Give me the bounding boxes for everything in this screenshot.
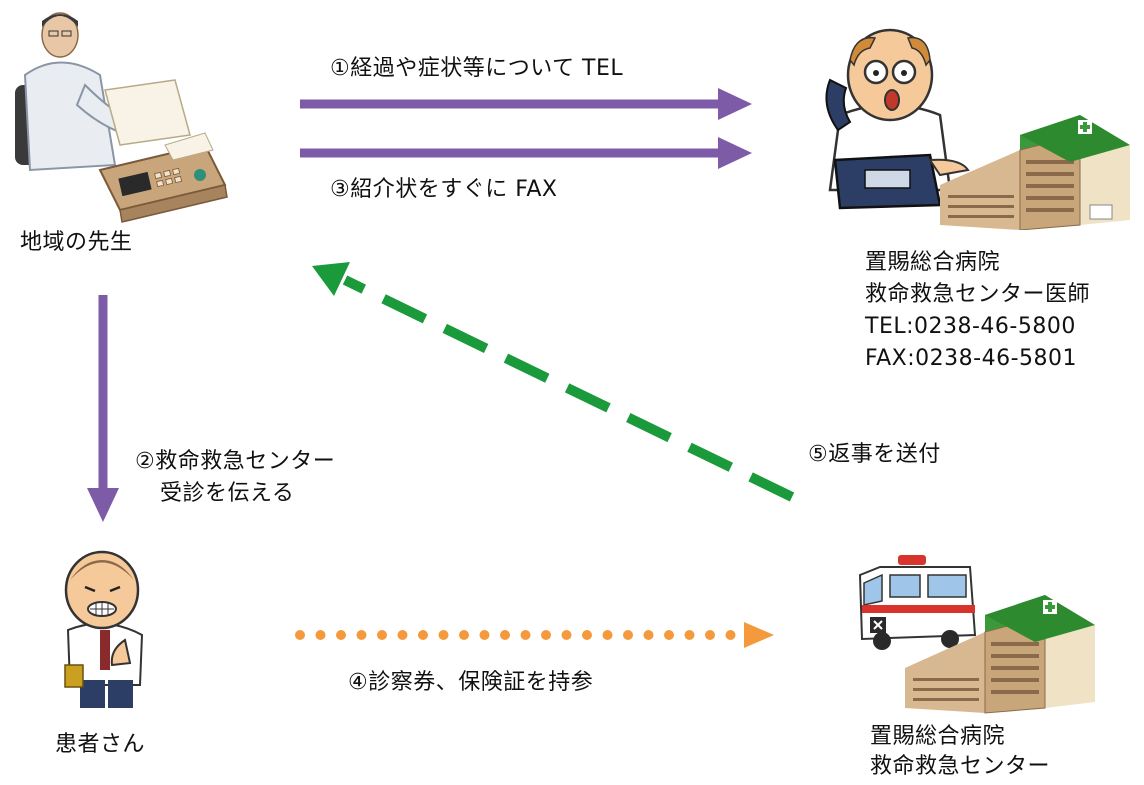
emergency-center-name: 置賜総合病院 xyxy=(870,724,1006,749)
arrow-step5-reply xyxy=(312,262,795,502)
orange-dot xyxy=(725,630,736,640)
orange-dot xyxy=(315,630,326,640)
orange-dot xyxy=(377,630,387,640)
bag-icon xyxy=(64,664,84,688)
hospital-doctor-name: 置賜総合病院 xyxy=(865,250,1001,275)
orange-dot xyxy=(356,630,367,640)
desk-phone-icon xyxy=(833,153,942,210)
orange-dot xyxy=(479,630,490,640)
local-doctor-label: 地域の先生 xyxy=(20,230,133,255)
orange-dot xyxy=(705,630,715,640)
orange-dot xyxy=(397,630,408,640)
orange-dot xyxy=(418,630,428,640)
local-doctor-illustration xyxy=(15,12,228,223)
ambulance-illustration xyxy=(858,555,977,650)
step1-label: ①経過や症状等について TEL xyxy=(330,56,624,81)
arrow-step3-fax xyxy=(300,137,752,169)
step2-label-line2: 受診を伝える xyxy=(160,481,295,506)
emergency-center-dept: 救命救急センター xyxy=(870,754,1051,779)
orange-dot xyxy=(520,630,531,640)
hospital-doctor-role: 救命救急センター医師 xyxy=(865,282,1091,307)
step2-label-line1: ②救命救急センター xyxy=(135,449,336,474)
orange-dot xyxy=(438,630,449,640)
patient-illustration xyxy=(64,550,144,708)
step5-label: ⑤返事を送付 xyxy=(808,442,941,467)
orange-dot xyxy=(561,630,572,640)
orange-dot xyxy=(500,630,510,640)
fax-machine-icon xyxy=(98,132,228,223)
orange-dot xyxy=(336,630,346,640)
step4-label: ④診察券、保険証を持参 xyxy=(348,670,594,695)
orange-dot xyxy=(602,630,613,640)
orange-dot xyxy=(664,630,674,640)
orange-dot xyxy=(541,630,551,640)
hospital-building-illustration-top xyxy=(940,115,1130,230)
orange-dot xyxy=(459,630,469,640)
arrow-step1-tel xyxy=(300,88,752,120)
orange-dot xyxy=(295,630,305,640)
step3-label: ③紹介状をすぐに FAX xyxy=(330,177,558,202)
arrow-step4-bring-cards xyxy=(295,622,774,648)
hospital-tel: TEL:0238-46-5800 xyxy=(865,314,1076,339)
orange-dot xyxy=(643,630,654,640)
hospital-building-illustration-bottom xyxy=(905,595,1095,714)
orange-dot xyxy=(582,630,592,640)
orange-dot xyxy=(623,630,633,640)
patient-label: 患者さん xyxy=(55,732,146,757)
hospital-fax: FAX:0238-46-5801 xyxy=(865,346,1078,371)
telephone-handset-icon xyxy=(825,78,852,132)
arrow-step2-tell-patient xyxy=(87,295,119,522)
orange-dot xyxy=(684,630,695,640)
